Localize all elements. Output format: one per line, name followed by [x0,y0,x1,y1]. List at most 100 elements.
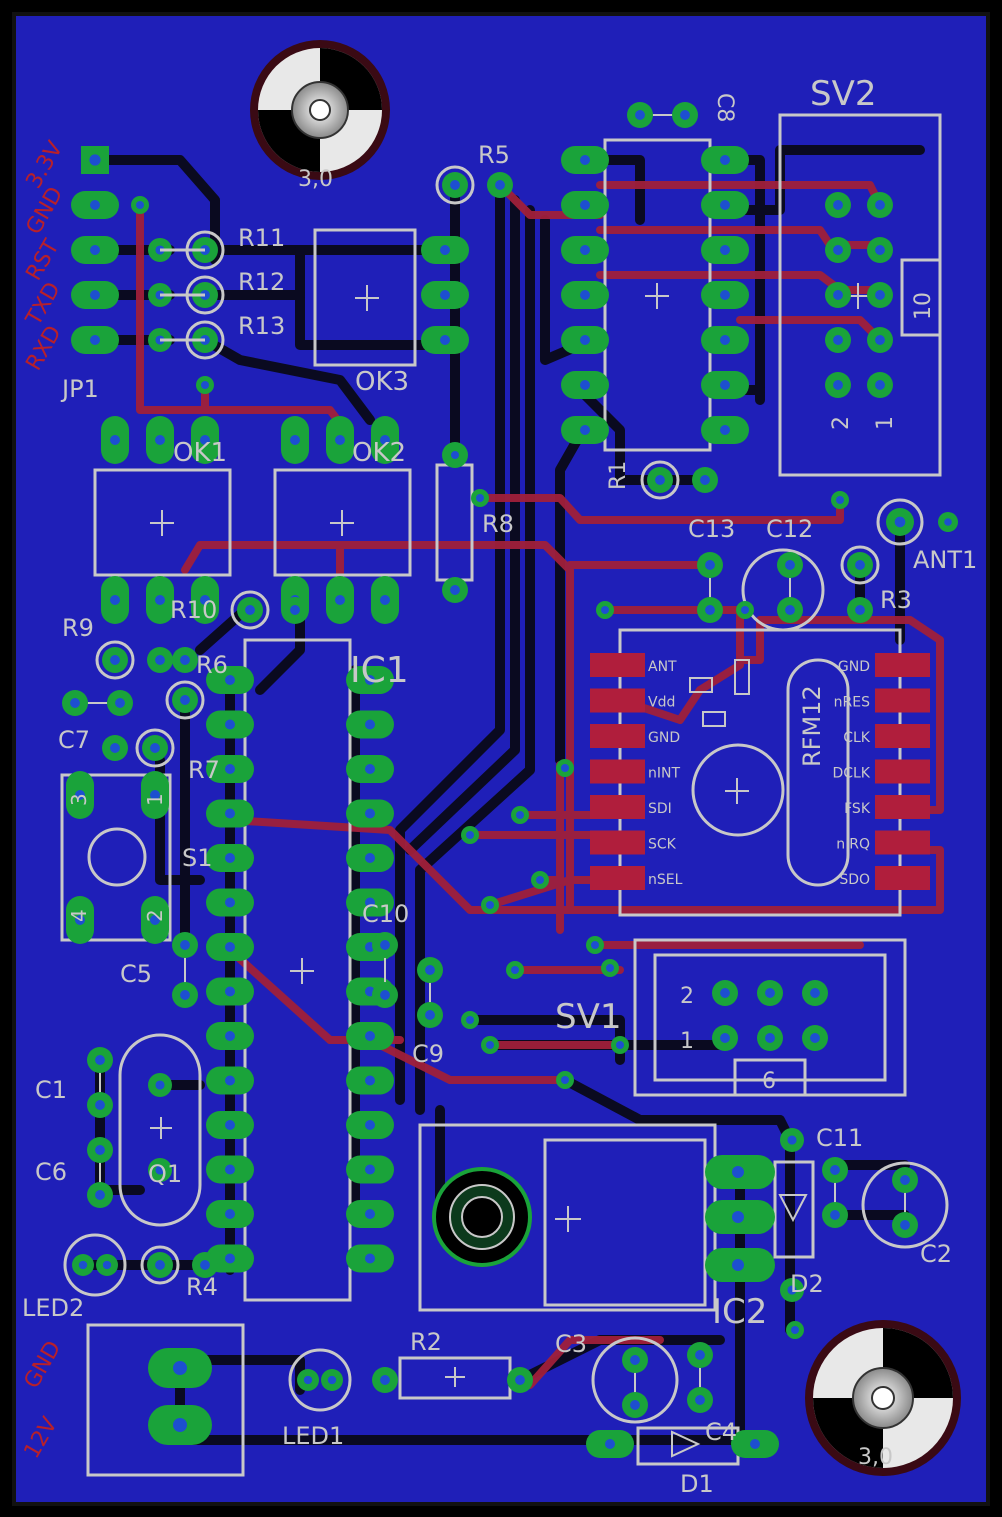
label-c6: C6 [35,1158,67,1186]
s1-outline [60,773,172,942]
sv2-key [900,258,942,337]
rfm12-left-pad [590,653,645,677]
r9-pad [95,640,135,680]
r6-pad [165,680,205,720]
rfm-circle [691,743,785,837]
label-r11: R11 [238,224,285,252]
label-led1: LED1 [282,1422,344,1450]
sv1-inner [653,953,887,1082]
r4-pad [140,1245,180,1285]
rfm12-right-pad [875,724,930,748]
label-r12: R12 [238,268,285,296]
terminal-outline [86,1323,245,1477]
label-hole-top: 3,0 [298,167,333,192]
label-s1: S1 [182,844,213,872]
label-led2: LED2 [22,1294,84,1322]
label-s1-pin3: 3 [67,793,91,806]
label-sv1-pin2: 2 [680,984,694,1009]
led-outline [288,1348,352,1412]
label-sv2-pin2: 2 [829,416,854,430]
label-c10: C10 [362,900,409,928]
rfm12-right-pad [875,830,930,855]
label-c11: C11 [816,1124,863,1152]
label-ok3: OK3 [355,367,409,397]
label-s1-pin2: 2 [143,909,167,922]
s1-button [87,827,147,887]
label-ok1: OK1 [173,438,227,468]
rfm12-pin-label: DCLK [832,766,870,782]
label-c4: C4 [705,1418,737,1446]
label-hole-bottom: 3,0 [858,1445,893,1470]
ic2-heatsink [543,1138,707,1307]
label-d2: D2 [790,1270,824,1298]
label-s1-pin4: 4 [67,909,91,922]
rfm12-pin-label: CLK [843,730,871,746]
r3-pad [840,545,880,585]
label-s1-pin1: 1 [143,793,167,806]
label-sv2-pin1: 1 [873,416,898,430]
c12-outline [741,548,825,632]
rfm12-right-pad [875,866,930,890]
label-sv2: SV2 [810,74,876,114]
rfm12-pin-label: GND [838,659,870,675]
label-r5: R5 [478,141,510,169]
rfm12-pin-label: SDI [648,801,672,817]
label-c12: C12 [766,515,813,543]
label-c2: C2 [920,1240,952,1268]
label-c9: C9 [412,1040,444,1068]
label-ok2: OK2 [352,438,406,468]
rfm12-mark [689,677,713,693]
label-c5: C5 [120,960,152,988]
label-c3: C3 [555,1330,587,1358]
rfm12-pin-label: ANT [648,659,677,675]
label-ant1: ANT1 [913,546,977,574]
rfm12-pads [590,653,930,890]
label-r9: R9 [62,614,94,642]
mounting-hole-top [250,40,390,180]
label-r4: R4 [186,1273,218,1301]
r7-pad [135,728,175,768]
rfm12-left-pad [590,830,645,855]
label-sv1-pin1: 1 [680,1029,694,1054]
label-c7: C7 [58,726,90,754]
mounting-hole-bottom [805,1320,961,1476]
c2-outline [861,1161,949,1249]
label-c13: C13 [688,515,735,543]
component-labels: JP1 IC1 IC2 RFM12 OK1 OK2 OK3 SV1 SV2 AN… [22,74,977,1498]
rfm12-left-pad [590,688,645,713]
rfm12-right-pad [875,795,930,819]
label-jp1: JP1 [60,375,99,403]
rfm12-pin-label: SDO [839,872,870,888]
vias [131,196,849,1339]
rfm12-pin-label: FSK [844,801,871,817]
bottom-traces [75,145,925,1445]
rfm12-right-pad [875,688,930,713]
label-r3: R3 [880,586,912,614]
label-sv1-key: 6 [762,1069,776,1094]
rfm12-pin-label: GND [648,730,680,746]
ok1-outline [93,468,232,577]
ok3-outline [313,228,417,367]
label-c1: C1 [35,1076,67,1104]
rfm12-pin-label: nINT [648,766,680,782]
rfm12-mark [734,659,750,695]
label-ic2: IC2 [712,1292,767,1332]
c3-outline [591,1336,679,1424]
rfm12-left-pad [590,795,645,819]
rfm12-mark [702,711,726,727]
label-rfm12: RFM12 [798,685,826,767]
ic2-mount-hole [432,1167,532,1267]
ic1-outline [243,638,352,1302]
rfm12-left-pad [590,759,645,784]
led-outline [63,1233,127,1297]
label-r6: R6 [196,651,228,679]
label-r1: R1 [606,461,631,490]
rfm12-pin-label: nSEL [648,872,683,888]
label-q1: Q1 [148,1160,182,1188]
rfm12-pin-label: nIRQ [836,837,870,853]
rfm12-left-pad [590,724,645,748]
d2-outline [773,1160,815,1259]
label-r8: R8 [482,510,514,538]
rfm12-pin-label: Vdd [648,695,675,711]
label-sv2-key: 10 [911,292,936,320]
